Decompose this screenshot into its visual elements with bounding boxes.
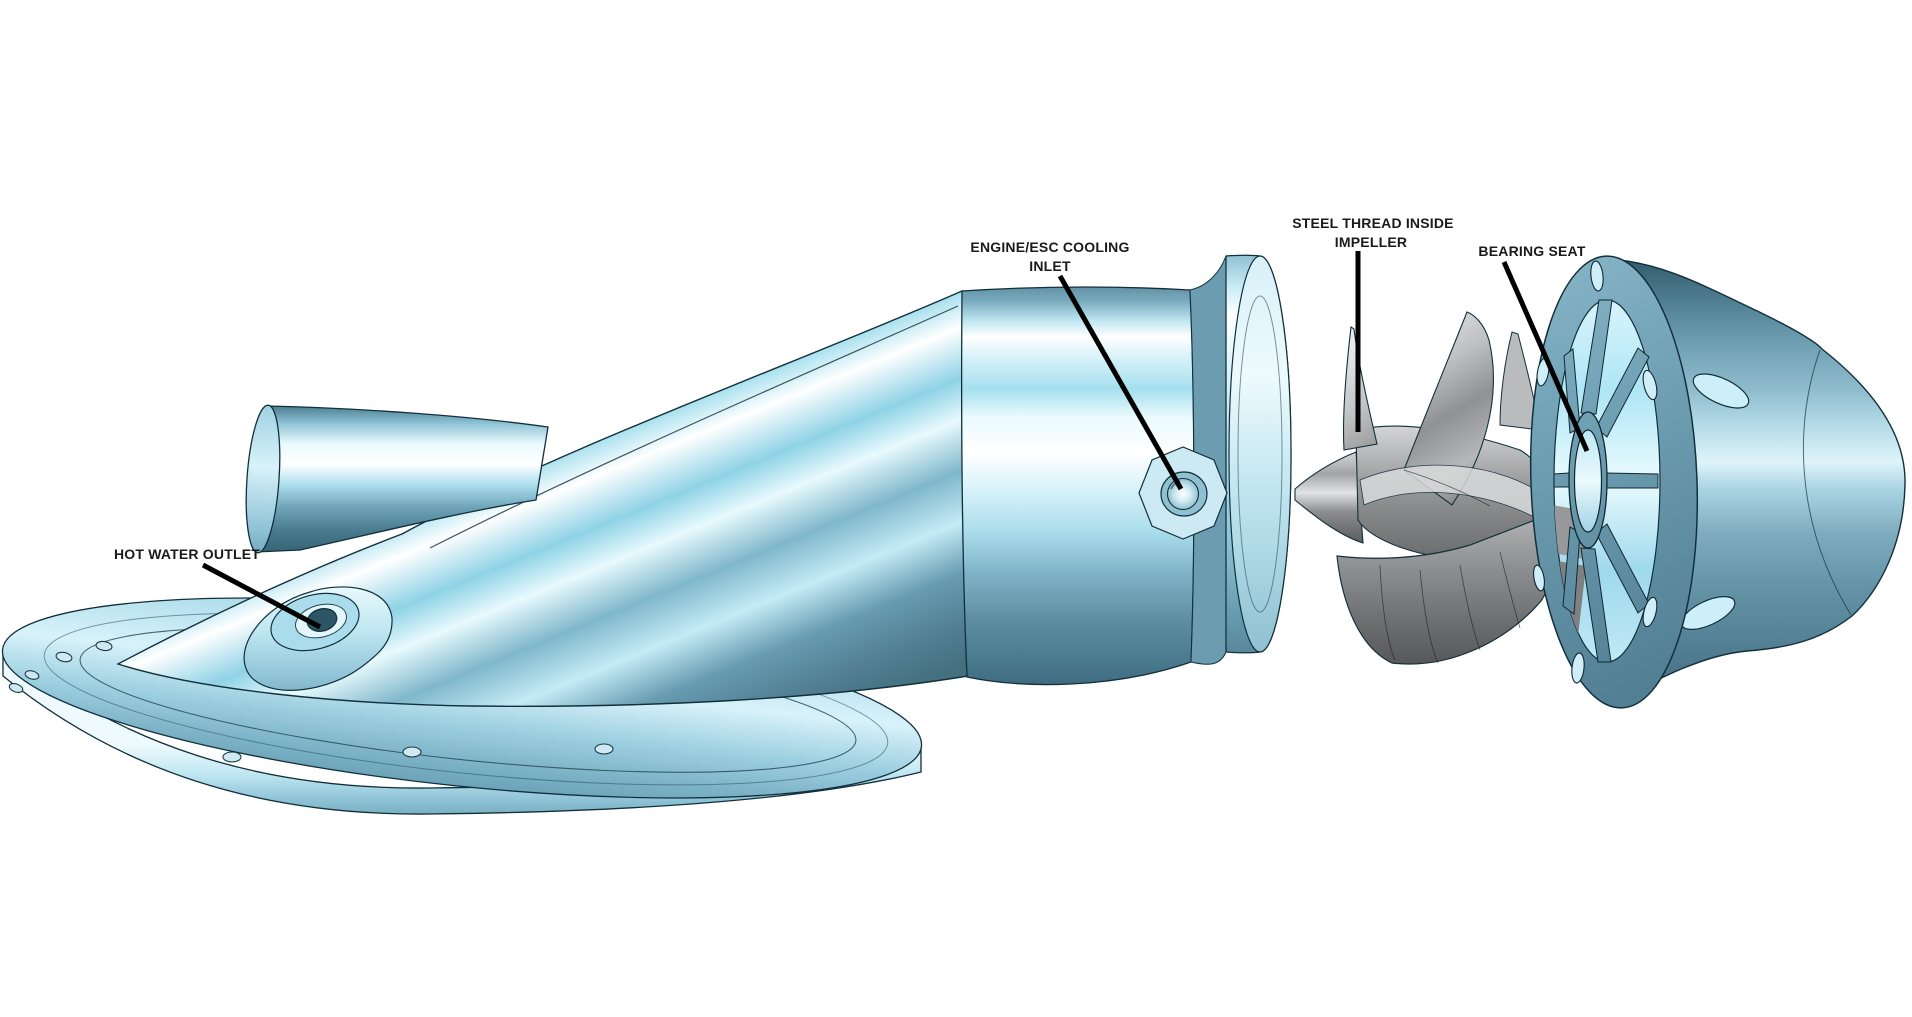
bolt-hole bbox=[55, 651, 73, 663]
pump-housing-end-face bbox=[1228, 255, 1292, 653]
spoke bbox=[1562, 526, 1581, 615]
stator-nozzle-assembly bbox=[1529, 255, 1906, 709]
spoke bbox=[1605, 472, 1659, 489]
label-cooling-inlet-line2: INLET bbox=[1029, 258, 1071, 274]
annotations: HOT WATER OUTLET ENGINE/ESC COOLING INLE… bbox=[114, 215, 1590, 630]
spoke bbox=[1553, 472, 1570, 488]
leader-cooling-inlet bbox=[1057, 274, 1184, 491]
stator-spokes bbox=[1553, 299, 1659, 663]
flange-rim-side bbox=[2, 648, 922, 815]
bolt-hole bbox=[402, 746, 422, 758]
label-cooling-inlet-line1: ENGINE/ESC COOLING bbox=[970, 239, 1129, 255]
bolt-hole bbox=[95, 640, 113, 652]
bolt-hole bbox=[1642, 596, 1658, 628]
nozzle-bell-contour bbox=[1802, 349, 1852, 616]
bolt-hole bbox=[1590, 260, 1604, 292]
bolt-hole bbox=[594, 743, 614, 755]
hot-water-outlet-boss bbox=[243, 586, 393, 691]
pump-housing bbox=[961, 254, 1292, 686]
stator-bolt-holes bbox=[1533, 260, 1658, 684]
leader-bearing-seat bbox=[1501, 260, 1590, 453]
inlet-tube bbox=[245, 404, 549, 554]
pump-housing-bore-line bbox=[1237, 295, 1283, 613]
bearing-seat-bore bbox=[1573, 429, 1603, 533]
bolt-hole bbox=[222, 751, 242, 763]
leader-hot-water-outlet bbox=[201, 562, 322, 630]
bolt-hole bbox=[24, 670, 40, 680]
impeller-facet-lines bbox=[1379, 469, 1521, 664]
spoke bbox=[1580, 547, 1612, 663]
bolt-hole bbox=[1642, 369, 1658, 401]
label-steel-thread-line1: STEEL THREAD INSIDE bbox=[1292, 215, 1453, 231]
impeller-nose-cone bbox=[1294, 451, 1364, 544]
cooling-inlet-hole bbox=[1166, 477, 1200, 511]
label-bearing-seat: BEARING SEAT bbox=[1478, 243, 1585, 259]
label-steel-thread-line2: IMPELLER bbox=[1335, 234, 1407, 250]
bolt-hole bbox=[8, 682, 24, 694]
cooling-inlet-boss bbox=[1138, 446, 1228, 540]
bolt-hole bbox=[1571, 652, 1585, 684]
nozzle-slot-upper bbox=[1692, 373, 1750, 409]
spoke bbox=[1595, 347, 1650, 438]
bolt-hole bbox=[1533, 564, 1545, 592]
impeller bbox=[1294, 311, 1559, 665]
duct-crease-line bbox=[429, 305, 959, 549]
intake-housing-assembly bbox=[1, 254, 1292, 815]
impeller-skirt-blade bbox=[1336, 511, 1559, 665]
flange-bolt-holes bbox=[8, 640, 614, 763]
hole-shadow-crescent bbox=[1170, 480, 1181, 490]
label-hot-water-outlet: HOT WATER OUTLET bbox=[114, 546, 260, 562]
inlet-tube-end-cap bbox=[245, 404, 281, 554]
